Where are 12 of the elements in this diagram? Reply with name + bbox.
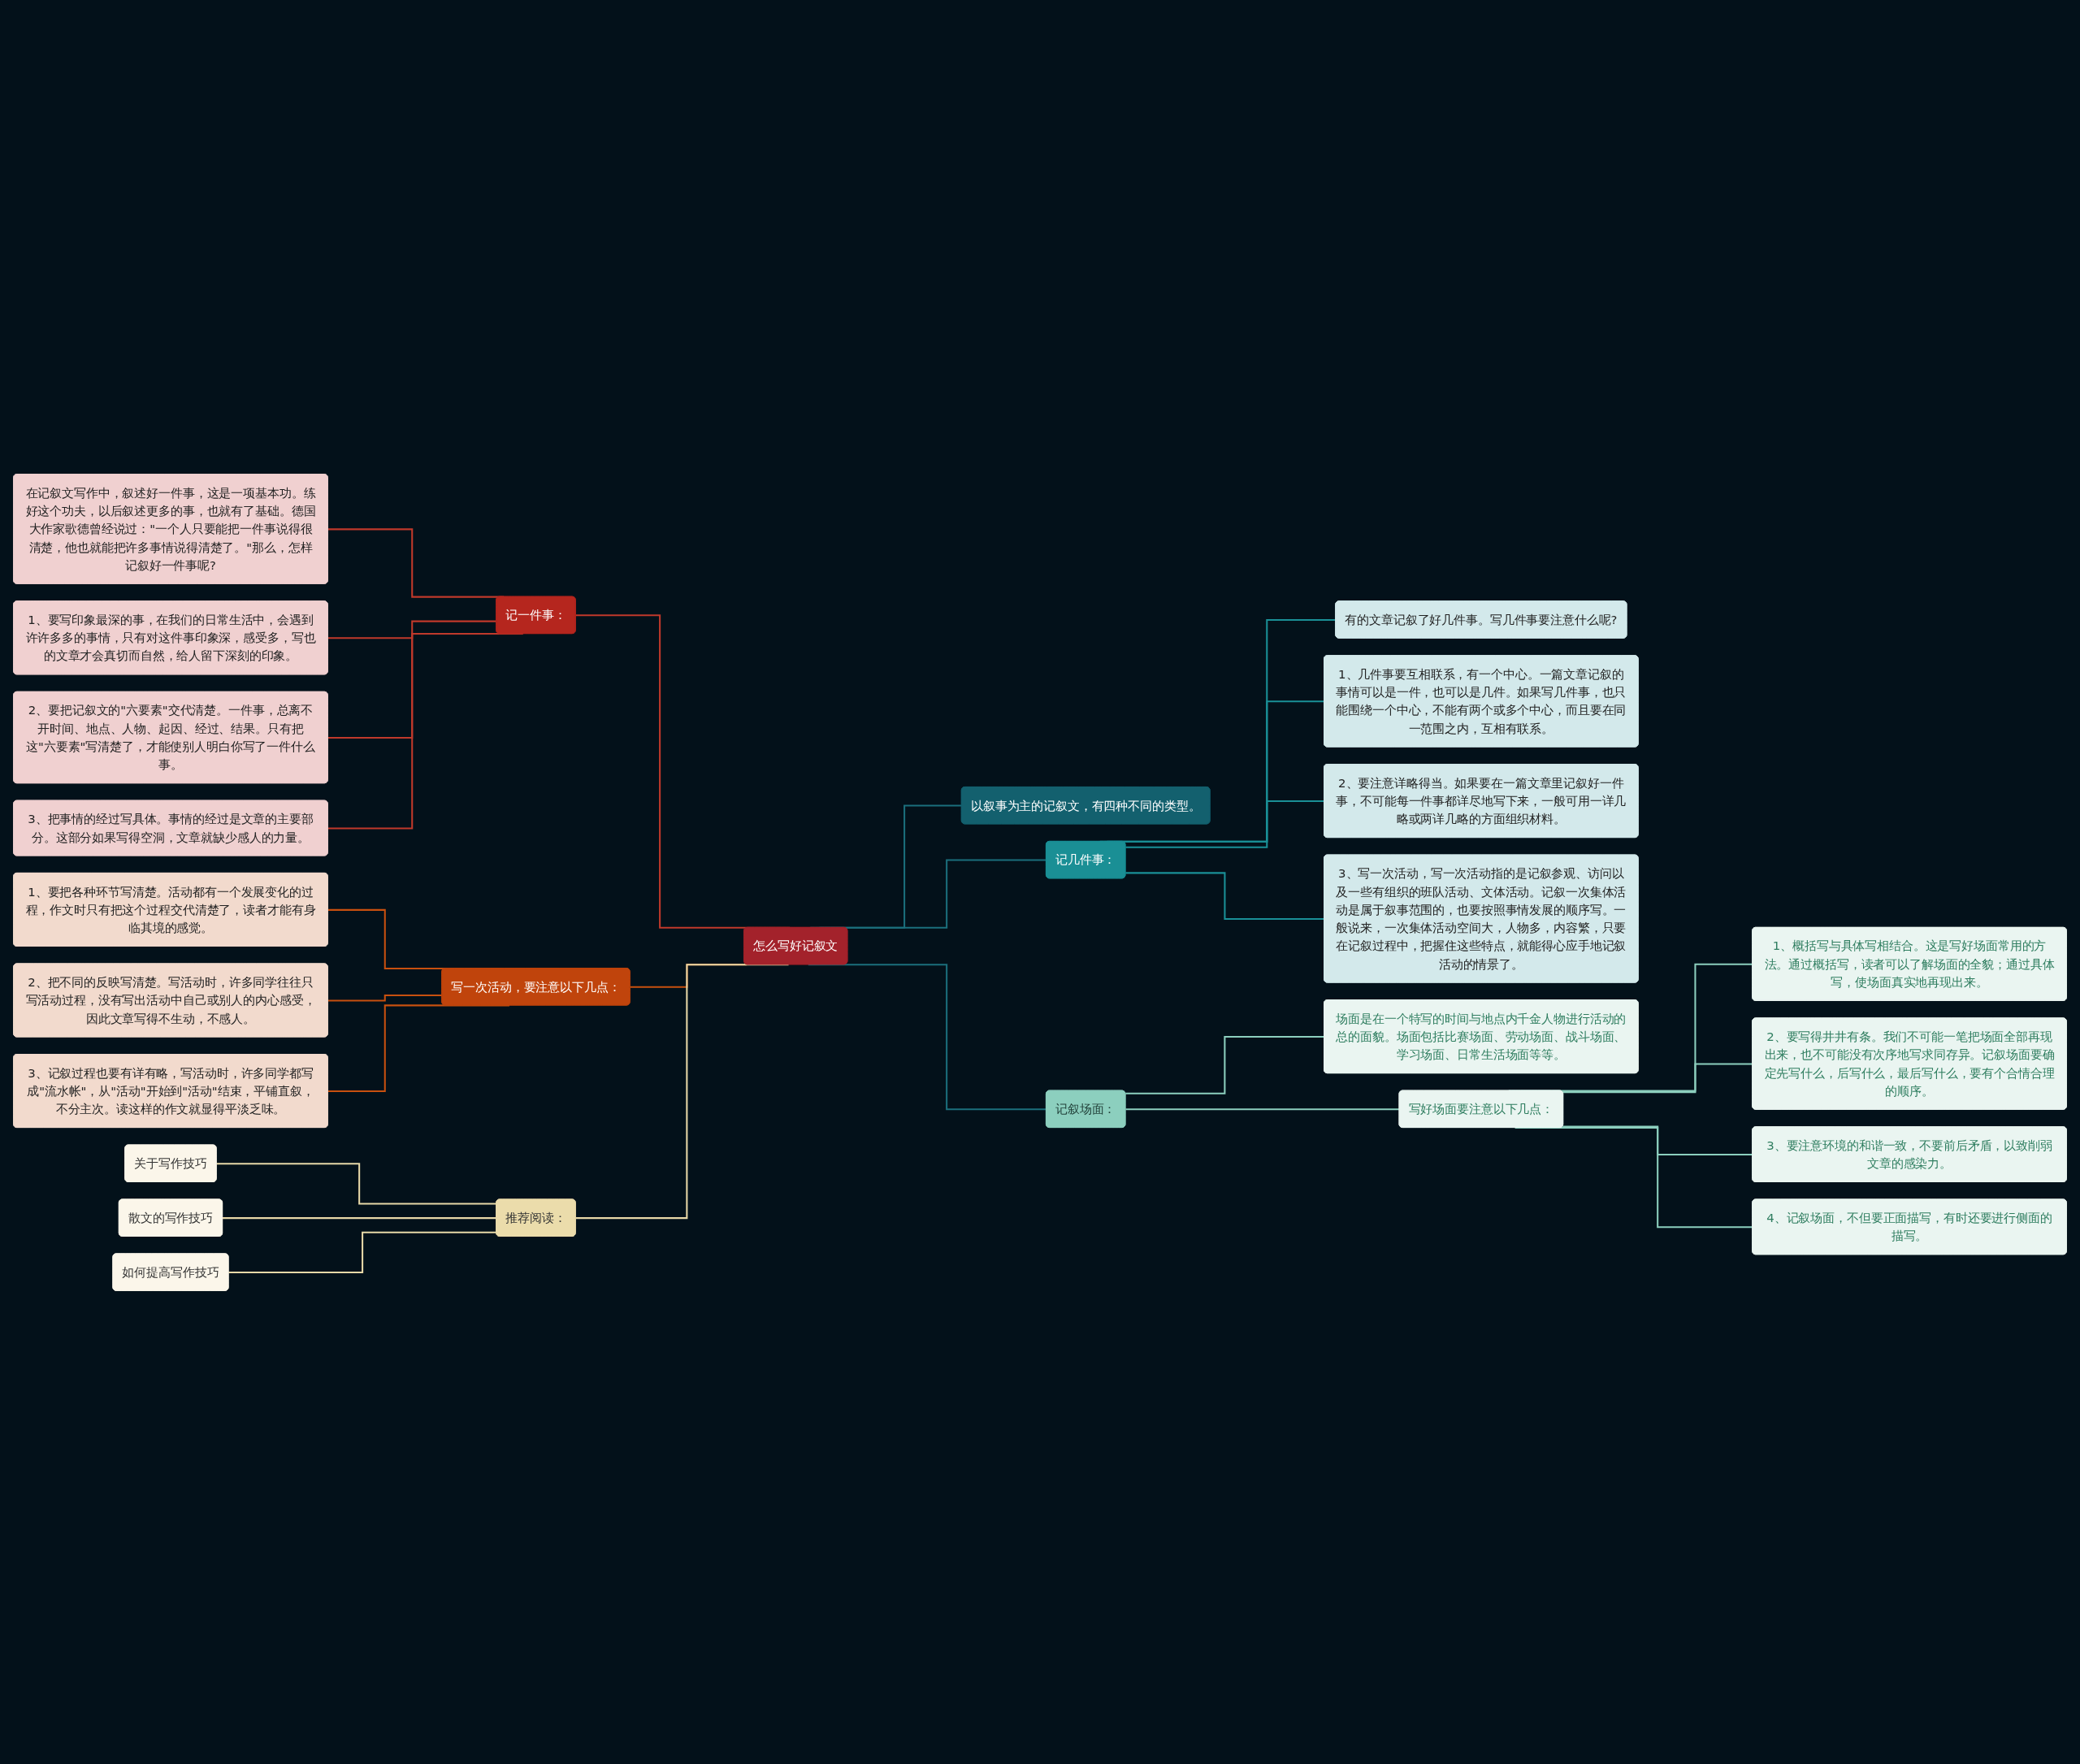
connector [1125,1107,1400,1110]
connector [327,994,443,1001]
connector [1125,1035,1324,1094]
connector [1562,1125,1753,1155]
connector [327,620,497,639]
connector [216,1162,497,1205]
connector [808,963,1046,1110]
connector [1125,871,1324,920]
connector [1562,1062,1753,1093]
connector [223,1216,497,1219]
connector [1125,800,1324,848]
connector [228,1231,497,1273]
